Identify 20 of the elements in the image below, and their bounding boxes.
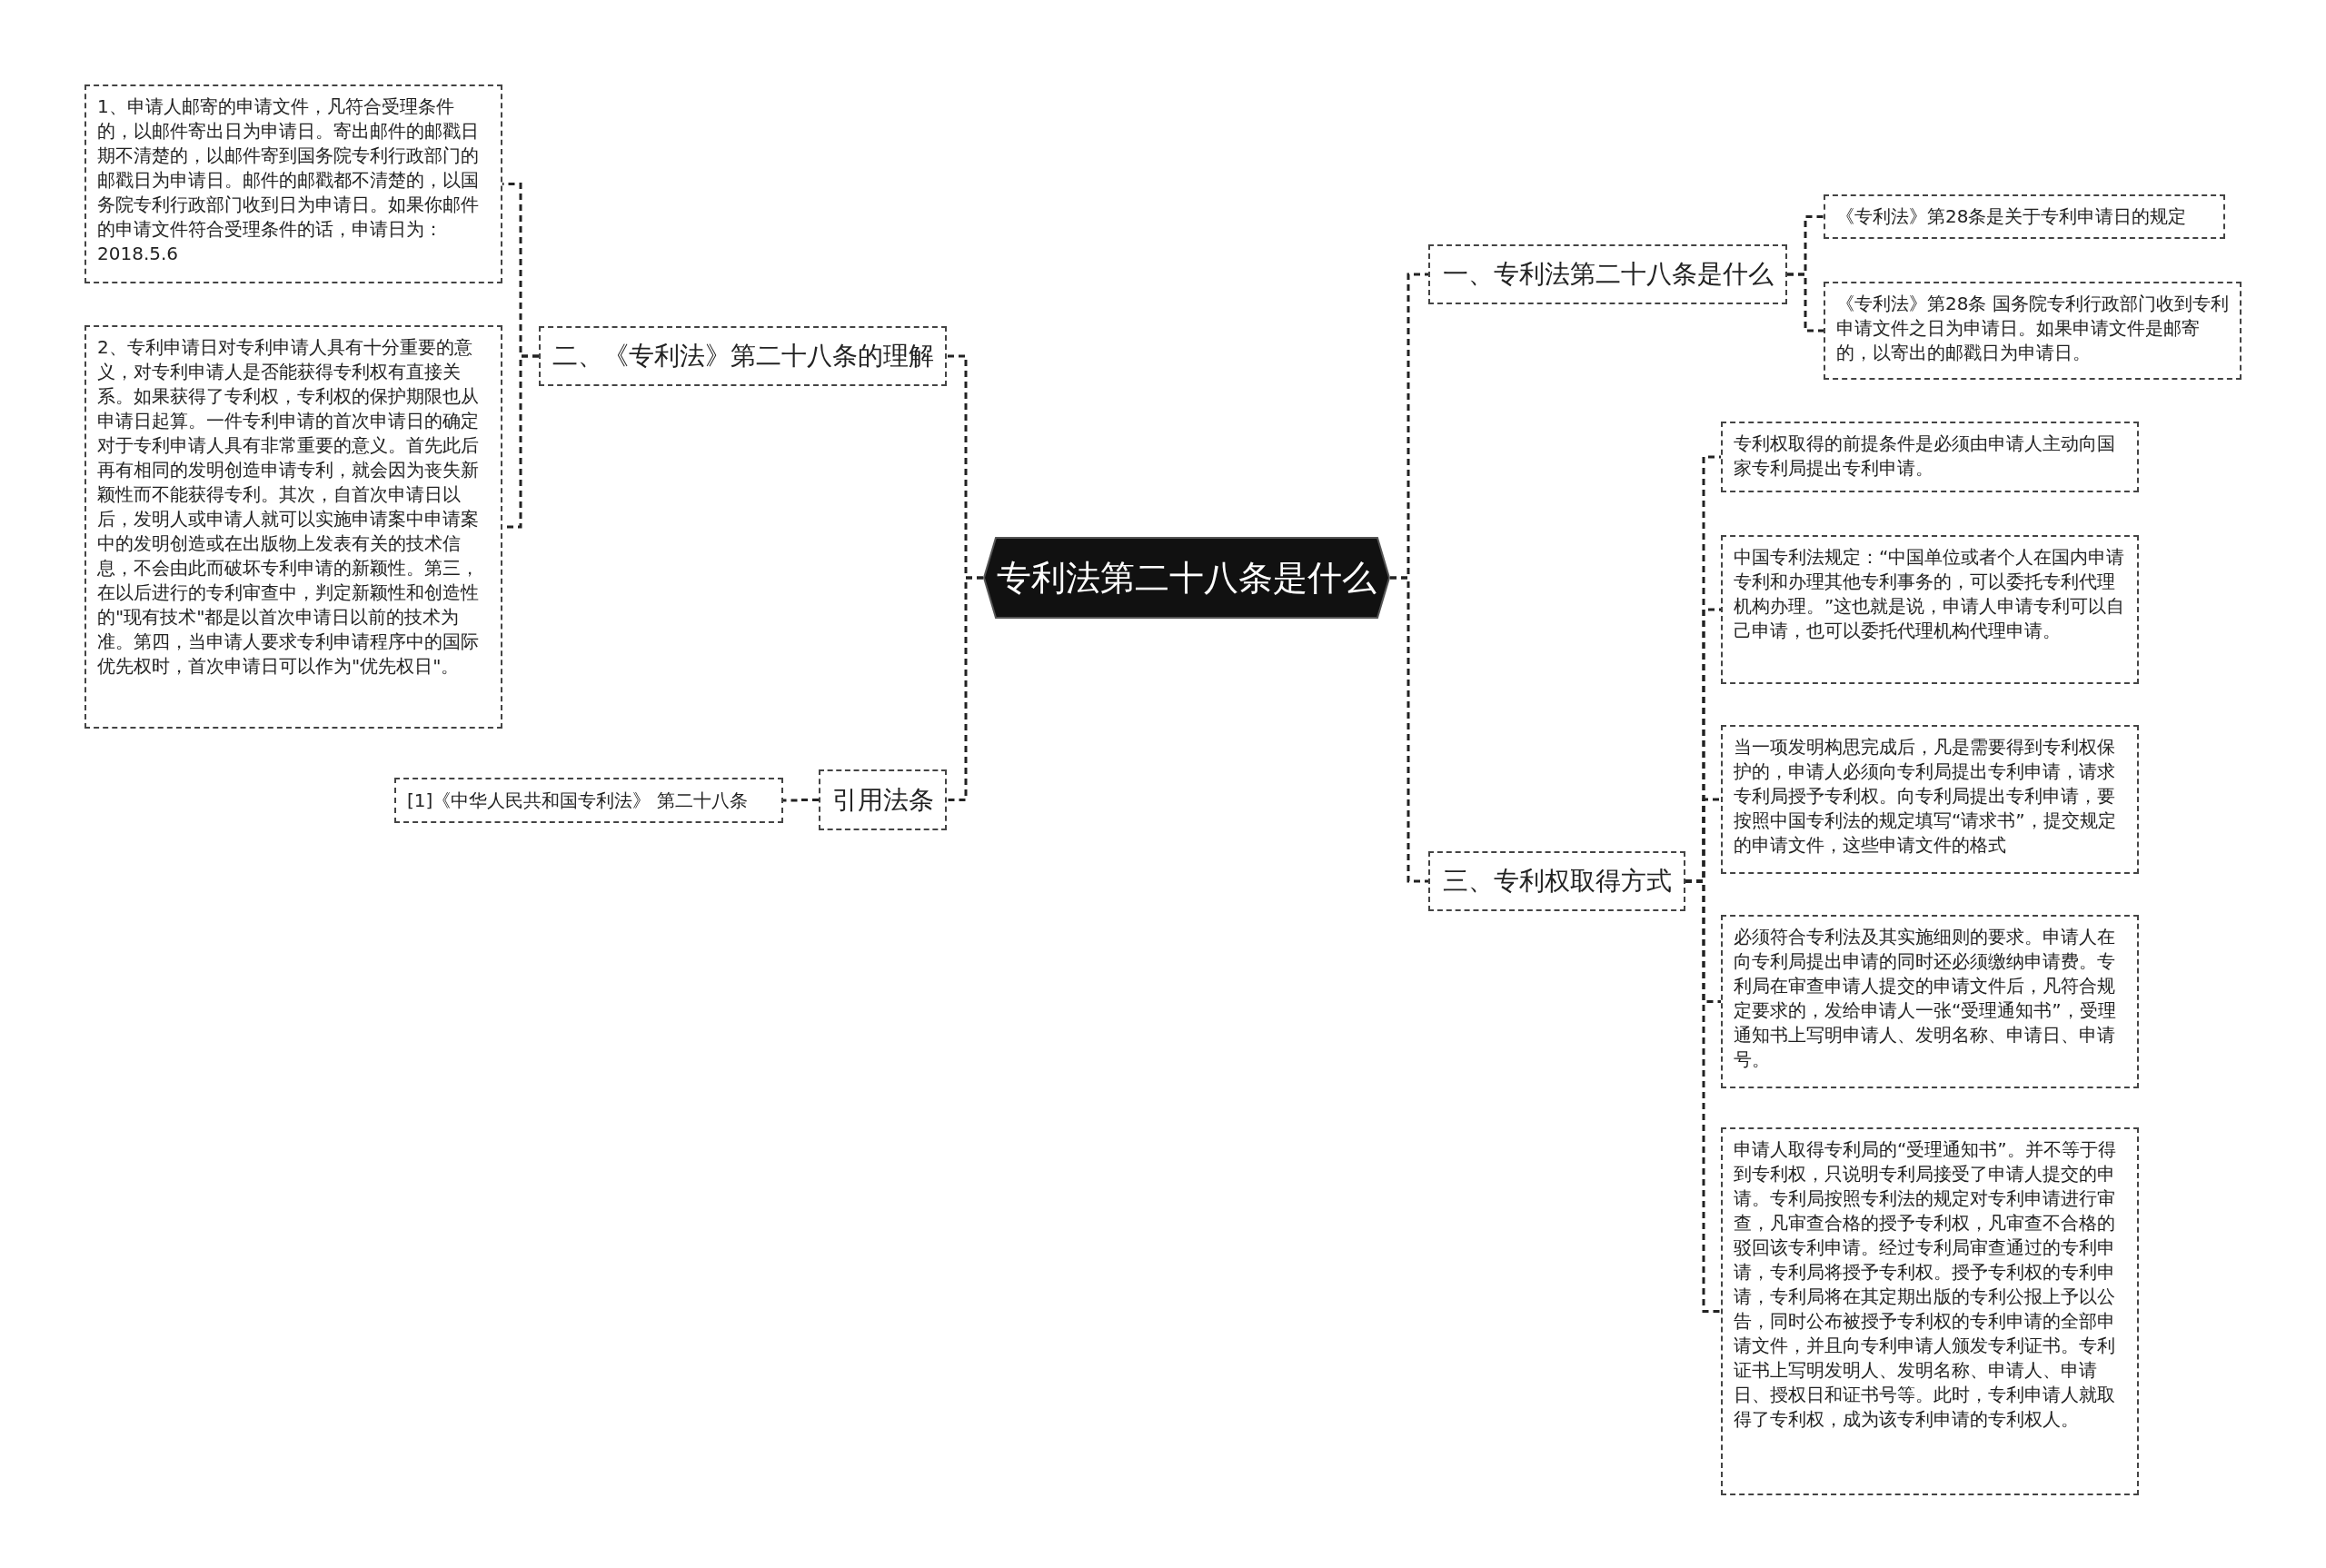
connector-line <box>947 576 983 801</box>
text-box: 《专利法》第28条 国务院专利行政部门收到专利申请文件之日为申请日。如果申请文件是邮寄的，以寄出的邮戳日为申请日。 <box>1824 282 2242 380</box>
text-box: 申请人取得专利局的“受理通知书”。并不等于得到专利权，只说明专利局接受了申请人提交的申请。专利局按照专利法的规定对专利申请进行审查，凡审查合格的授予专利权，凡审查不合格的驳回该专利申请。经过专利局审查通过的专利申请，专利局将授予专利权。授予专利权的专利申请，专利局将在其定期出版的专利公报上予以公告，同时公布被授予专利权的专利申请的全部申请文件，并且向专利申请人颁发专利证书。专利证书上写明发明人、发明名称、申请人、申请日、授权日和证书号等。此时，专利申请人就取得了专利权，成为该专利申请的专利权人。 <box>1721 1127 2139 1495</box>
text-box: 必须符合专利法及其实施细则的要求。申请人在向专利局提出申请的同时还必须缴纳申请费。专利局在审查申请人提交的申请文件后，凡符合规定要求的，发给申请人一张“受理通知书”，受理通知书上写明申请人、发明名称、申请日、申请号。 <box>1721 915 2139 1088</box>
topic-box: 二、《专利法》第二十八条的理解 <box>539 326 947 386</box>
connector-line <box>783 799 819 802</box>
connector-line <box>1787 273 1824 332</box>
topic-box: 三、专利权取得方式 <box>1428 851 1685 911</box>
connector-line <box>1685 879 1721 1313</box>
text-box: 《专利法》第28条是关于专利申请日的规定 <box>1824 194 2225 239</box>
text-box: [1]《中华人民共和国专利法》 第二十八条 <box>394 778 783 823</box>
connector-line <box>1390 576 1428 883</box>
topic-box: 一、专利法第二十八条是什么 <box>1428 244 1787 304</box>
text-box: 专利权取得的前提条件是必须由申请人主动向国家专利局提出专利申请。 <box>1721 422 2139 492</box>
text-box: 2、专利申请日对专利申请人具有十分重要的意义，对专利申请人是否能获得专利权有直接关系。如果获得了专利权，专利权的保护期限也从申请日起算。一件专利申请的首次申请日的确定对于专利申请人具有非常重要的意义。首先此后再有相同的发明创造申请专利，就会因为丧失新颖性而不能获得专利。其次，自首次申请日以后，发明人或申请人就可以实施申请案中申请案中的发明创造或在出版物上发表有关的技术信息，不会由此而破坏专利申请的新颖性。第三，在以后进行的专利审查中，判定新颖性和创造性的"现有技术"都是以首次申请日以前的技术为准。第四，当申请人要求专利申请程序中的国际优先权时，首次申请日可以作为"优先权日"。 <box>84 325 502 729</box>
text-box: 当一项发明构思完成后，凡是需要得到专利权保护的，申请人必须向专利局提出专利申请，请求专利局授予专利权。向专利局提出专利申请，要按照中国专利法的规定填写“请求书”，提交规定的申请文件，这些申请文件的格式 <box>1721 725 2139 874</box>
central-topic: 专利法第二十八条是什么 <box>983 537 1390 619</box>
text-box: 1、申请人邮寄的申请文件，凡符合受理条件的，以邮件寄出日为申请日。寄出邮件的邮戳日期不清楚的，以邮件寄到国务院专利行政部门的邮戳日为申请日。邮件的邮戳都不清楚的，以国务院专利行政部门收到日为申请日。如果你邮件的申请文件符合受理条件的话，申请日为：2018.5.6 <box>84 84 502 283</box>
text-box: 中国专利法规定：“中国单位或者个人在国内申请专利和办理其他专利事务的，可以委托专利代理机构办理。”这也就是说，申请人申请专利可以自己申请，也可以委托代理机构代理申请。 <box>1721 535 2139 684</box>
topic-box: 引用法条 <box>819 769 947 830</box>
